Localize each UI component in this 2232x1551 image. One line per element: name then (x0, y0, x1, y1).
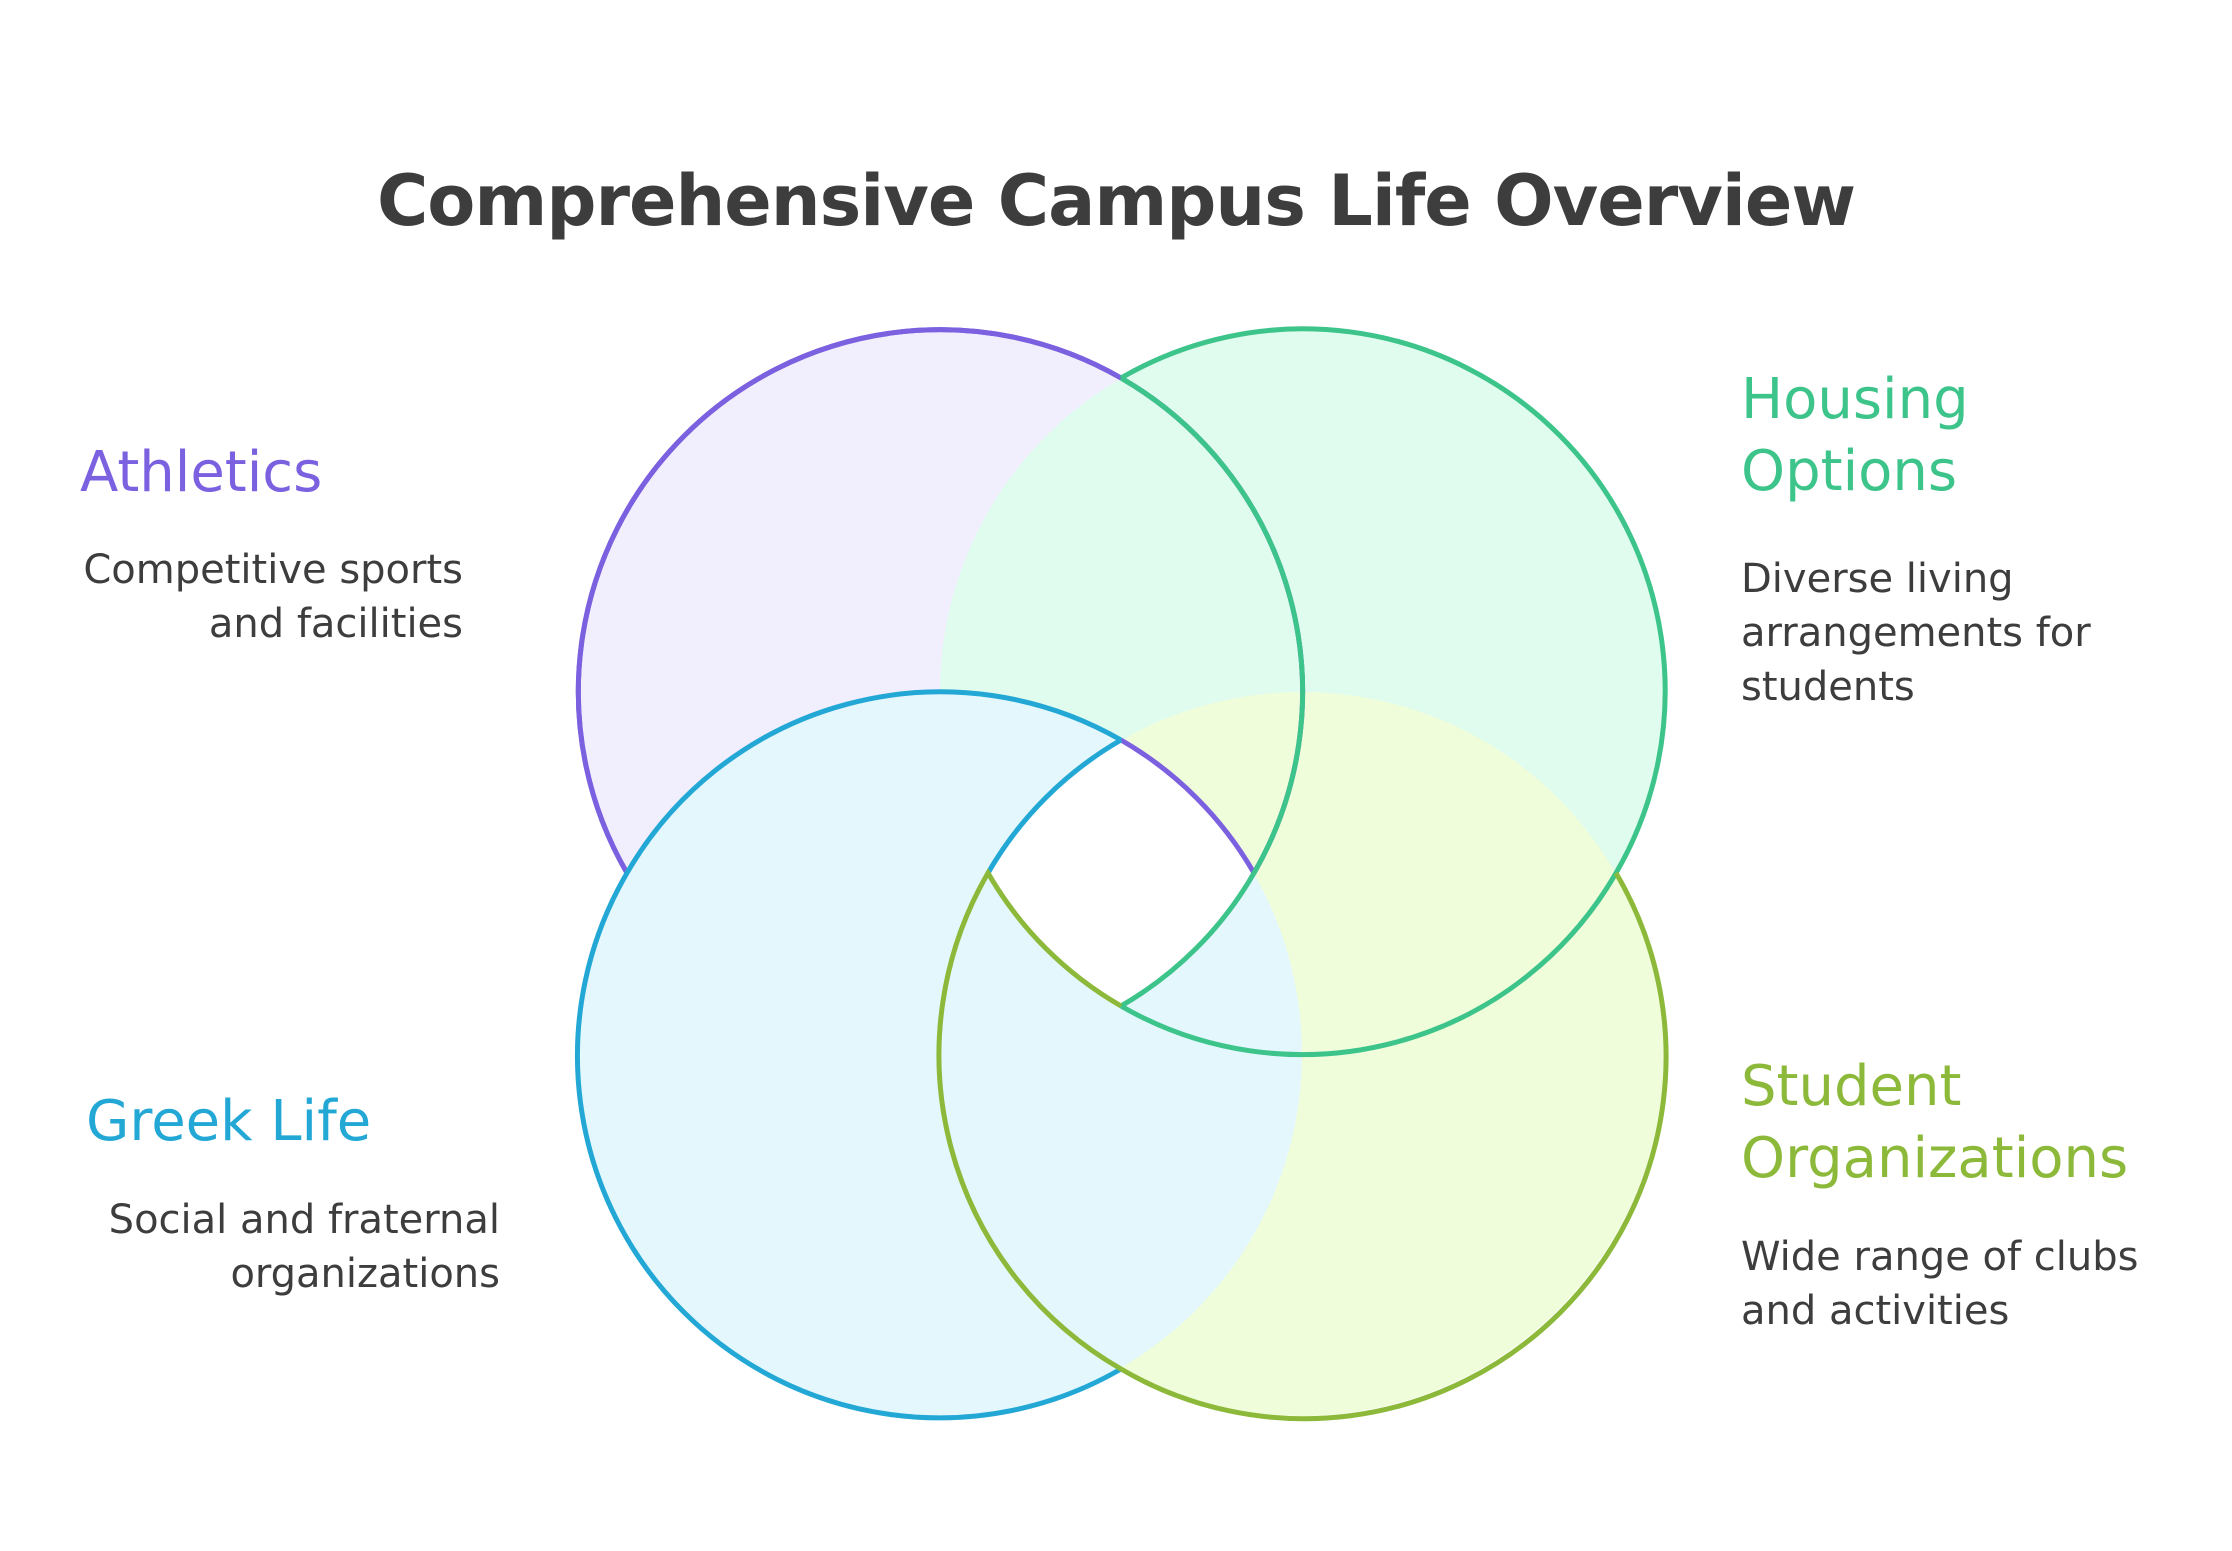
center-hole (988, 740, 1254, 1006)
greek-life-label: Greek Life (86, 1089, 372, 1154)
greek-life-description: Social and fraternal organizations (108, 1197, 500, 1297)
diagram-title: Comprehensive Campus Life Overview (376, 160, 1856, 242)
athletics-description: Competitive sports and facilities (83, 547, 463, 647)
housing-ring (1119, 326, 1668, 1058)
student-organizations-ring (936, 868, 1669, 1422)
athletics-ring-left (575, 327, 1123, 875)
athletics-label: Athletics (80, 440, 323, 505)
housing-description: Diverse living arrangements for students (1741, 556, 2091, 710)
greek-ring (574, 689, 1123, 1421)
student-organizations-description: Wide range of clubs and activities (1741, 1234, 2139, 1334)
housing-label: Housing Options (1741, 367, 1969, 504)
student-organizations-label: Student Organizations (1741, 1054, 2129, 1191)
